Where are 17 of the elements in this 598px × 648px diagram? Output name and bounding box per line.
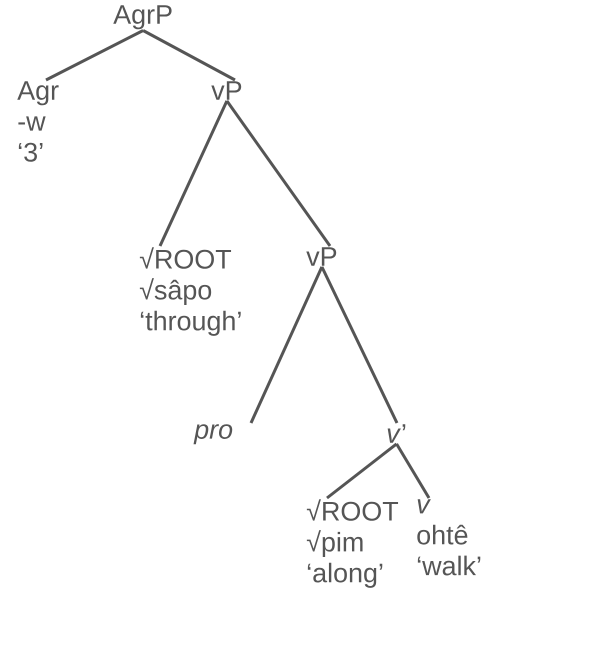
tree-label: Agr -w ‘3’	[17, 81, 59, 162]
tree-label: vP	[211, 81, 242, 100]
tree-label: AgrP	[113, 5, 172, 30]
tree-branch	[158, 100, 228, 247]
tree-branch	[320, 266, 398, 424]
tree-label: √ROOT √sâpo ‘through’	[140, 247, 241, 336]
tree-label: √ROOT √pim ‘along’	[306, 499, 398, 588]
tree-branch	[226, 100, 332, 247]
tree-label: vP	[306, 247, 336, 266]
tree-label: v ohtê ‘walk’	[417, 499, 480, 576]
tree-branch	[142, 29, 236, 82]
tree-branch	[45, 29, 144, 82]
tree-branch	[326, 442, 398, 500]
tree-branch	[395, 443, 430, 499]
tree-label: v’	[388, 424, 406, 443]
tree-branch	[250, 266, 324, 424]
tree-label: pro	[194, 424, 232, 444]
